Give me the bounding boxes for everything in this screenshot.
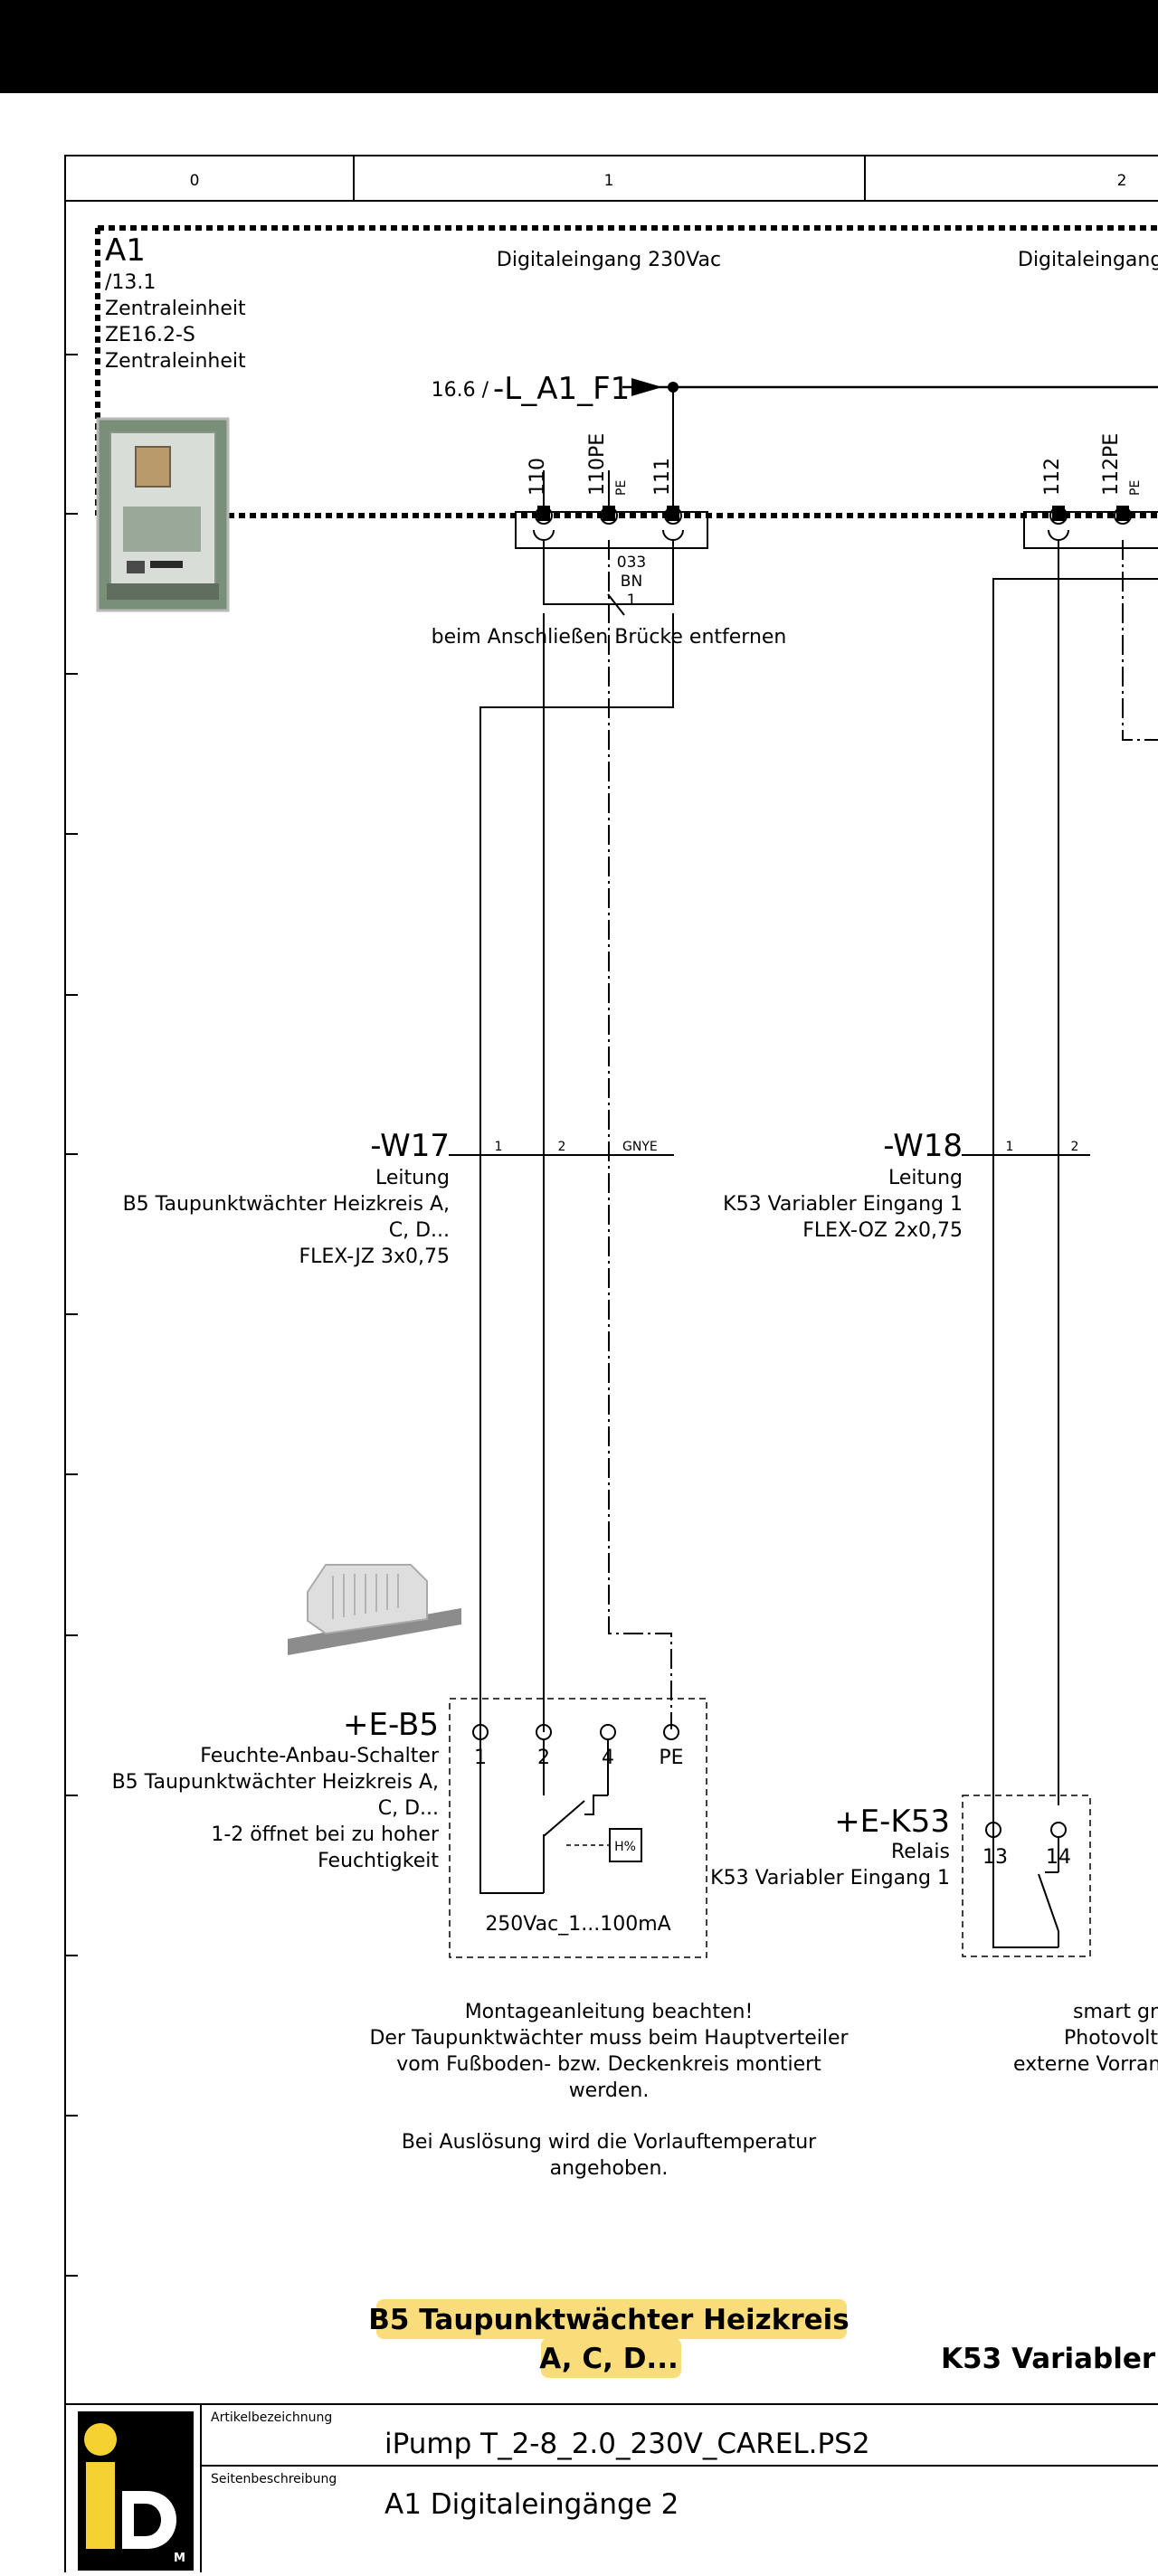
w17-tag: -W17	[370, 1128, 450, 1164]
w17-desc-2: C, D...	[389, 1219, 450, 1242]
bridge-color: BN	[621, 573, 642, 591]
b5-line-1: Feuchte-Anbau-Schalter	[200, 1745, 440, 1767]
row-ticks	[65, 354, 78, 2277]
w18-type: Leitung	[888, 1167, 963, 1189]
terminal-110pe: 110PE	[586, 433, 609, 496]
b5-note-6: angehoben.	[550, 2157, 669, 2180]
a1-line-1: Zentraleinheit	[105, 298, 246, 320]
k53-tag: +E-K53	[834, 1804, 950, 1840]
a1-line-2: ZE16.2-S	[105, 324, 195, 346]
b5-rating: 250Vac_1...100mA	[485, 1913, 670, 1936]
b5-line-2: B5 Taupunktwächter Heizkreis A,	[112, 1771, 439, 1794]
company-logo: M	[78, 2411, 194, 2571]
b5-highlight-title-2: A, C, D...	[539, 2343, 679, 2375]
k53-note-2: Photovolta	[1064, 2027, 1158, 2050]
b5-highlight-title-1: B5 Taupunktwächter Heizkreis	[368, 2304, 849, 2336]
a1-tag: A1	[105, 232, 146, 269]
k53-note-3: externe Vorrang	[1013, 2053, 1158, 2076]
feed-ref: 16.6 /	[432, 379, 489, 402]
k53-note-1: smart gri	[1073, 2001, 1158, 2023]
b5-terminal-4: 4	[602, 1747, 614, 1769]
b5-note-4: werden.	[569, 2079, 650, 2102]
b5-terminal-pe: PE	[659, 1747, 683, 1769]
w17-desc-1: B5 Taupunktwächter Heizkreis A,	[123, 1193, 450, 1216]
w18-cable: FLEX-OZ 2x0,75	[802, 1219, 963, 1242]
w17-type: Leitung	[375, 1167, 450, 1189]
title-block-page: A1 Digitaleingänge 2	[384, 2488, 679, 2521]
b5-line-5: Feuchtigkeit	[318, 1850, 439, 1872]
b5-terminal-1: 1	[474, 1747, 487, 1769]
section-title-col1: Digitaleingang 230Vac	[497, 249, 721, 271]
grid-col-1: 1	[604, 172, 614, 190]
wire-col1-core1	[479, 613, 674, 1894]
section-title-col2: Digitaleingang	[1018, 249, 1158, 271]
humidity-sensor-image	[288, 1564, 461, 1655]
k53-type: Relais	[891, 1841, 950, 1863]
w17-cable: FLEX-JZ 3x0,75	[299, 1245, 450, 1268]
b5-note-2: Der Taupunktwächter muss beim Hauptverte…	[369, 2027, 849, 2050]
wire-col1-pe	[608, 540, 672, 1729]
title-block-page-label: Seitenbeschreibung	[211, 2472, 337, 2486]
k53-device-box	[962, 1795, 1091, 1957]
terminal-strip-1	[515, 470, 708, 549]
b5-highlight-bg-2	[541, 2338, 681, 2378]
grid-col-2: 2	[1117, 172, 1127, 190]
b5-tag: +E-B5	[343, 1707, 439, 1743]
k53-highlight-title: K53 Variabler I	[941, 2343, 1158, 2375]
b5-sensor-symbol: H%	[614, 1840, 636, 1854]
a1-line-3: Zentraleinheit	[105, 350, 246, 373]
b5-note-3: vom Fußboden- bzw. Deckenkreis montiert	[396, 2053, 821, 2076]
terminal-112: 112	[1041, 458, 1064, 496]
b5-note-1: Montageanleitung beachten!	[465, 2001, 754, 2023]
title-block-article-label: Artikelbezeichnung	[211, 2410, 332, 2425]
k53-terminal-13: 13	[982, 1846, 1008, 1869]
terminal-111: 111	[651, 458, 674, 496]
title-block-article: iPump T_2-8_2.0_230V_CAREL.PS2	[384, 2428, 870, 2460]
k53-desc: K53 Variabler Eingang 1	[710, 1867, 950, 1889]
feed-name: -L_A1_F1	[493, 371, 630, 407]
feed-arrow	[631, 378, 662, 396]
terminal-112pe-sub: PE	[1128, 480, 1143, 496]
b5-line-4: 1-2 öffnet bei zu hoher	[211, 1823, 440, 1846]
controller-board-image	[96, 417, 230, 612]
terminal-strip-2	[1023, 506, 1158, 549]
bridge-index: 1	[627, 592, 637, 610]
w18-core-1: 1	[1006, 1140, 1014, 1154]
b5-terminal-2: 2	[537, 1747, 550, 1769]
w18-tag: -W18	[883, 1128, 963, 1164]
wire-col2-core1	[992, 578, 1158, 1948]
b5-note-5: Bei Auslösung wird die Vorlauftemperatur	[402, 2131, 817, 2154]
w17-core-pe: GNYE	[622, 1140, 658, 1154]
w18-core-2: 2	[1071, 1140, 1079, 1154]
b5-device-box	[449, 1698, 707, 1958]
terminal-110: 110	[527, 458, 549, 496]
w18-desc: K53 Variabler Eingang 1	[723, 1193, 963, 1216]
w17-core-1: 1	[495, 1140, 503, 1154]
terminal-110pe-sub: PE	[614, 480, 629, 496]
grid-col-0: 0	[190, 172, 200, 190]
svg-text:M: M	[174, 2552, 185, 2565]
a1-ref: /13.1	[105, 271, 156, 294]
b5-line-3: C, D...	[378, 1797, 439, 1820]
terminal-112pe: 112PE	[1100, 433, 1123, 496]
k53-terminal-14: 14	[1046, 1846, 1071, 1869]
b5-highlight-bg-1	[376, 2299, 847, 2339]
header-bar	[0, 0, 1158, 93]
bridge-wire-no: 033	[617, 554, 646, 572]
w17-core-2: 2	[558, 1140, 566, 1154]
wire-col2-pe	[1122, 540, 1158, 741]
